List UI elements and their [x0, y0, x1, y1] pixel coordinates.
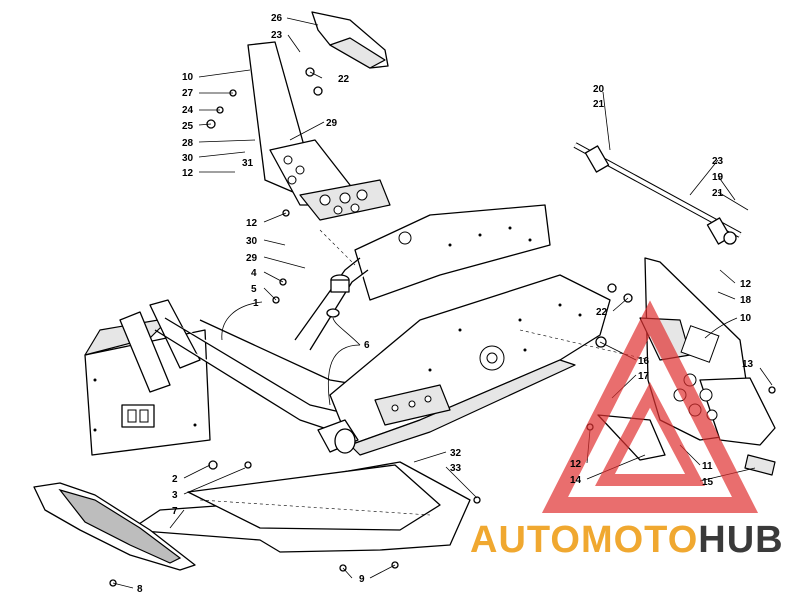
- callout-10: 10: [182, 72, 194, 83]
- callout-32: 32: [450, 448, 462, 459]
- belly-pan: [129, 461, 471, 553]
- callout-12: 12: [740, 279, 752, 290]
- front-skid-plate: [33, 482, 196, 571]
- callout-13: 13: [742, 359, 754, 370]
- steering-support: [247, 11, 391, 221]
- callout-30: 30: [182, 153, 194, 164]
- callout-15: 15: [702, 477, 714, 488]
- callout-9: 9: [359, 574, 365, 585]
- callout-23: 23: [712, 156, 724, 167]
- callout-10: 10: [740, 313, 752, 324]
- callout-20: 20: [593, 84, 605, 95]
- callout-25: 25: [182, 121, 194, 132]
- steering-shaft: [573, 142, 742, 245]
- callout-2: 2: [172, 474, 178, 485]
- callout-22: 22: [596, 307, 608, 318]
- svg-text:AUTOMOTOHUB: AUTOMOTOHUB: [470, 519, 784, 561]
- watermark-triangle-icon: [541, 300, 759, 513]
- callout-18: 18: [740, 295, 752, 306]
- callout-14: 14: [570, 475, 582, 486]
- callout-5: 5: [251, 284, 257, 295]
- watermark-word-a: AUTOMOTO: [470, 519, 698, 561]
- callout-22: 22: [338, 74, 350, 85]
- callout-29: 29: [326, 118, 338, 129]
- callout-29: 29: [246, 253, 258, 264]
- callout-24: 24: [182, 105, 194, 116]
- callout-labels: 26 23 22 10 27 24 25 29 28 30 31 12 20 2…: [137, 13, 754, 595]
- callout-30: 30: [246, 236, 258, 247]
- callout-12: 12: [246, 218, 258, 229]
- callout-33: 33: [450, 463, 462, 474]
- watermark-word-b: HUB: [698, 519, 783, 561]
- callout-8: 8: [137, 584, 143, 595]
- callout-12: 12: [182, 168, 194, 179]
- callout-23: 23: [271, 30, 283, 41]
- callout-27: 27: [182, 88, 194, 99]
- callout-26: 26: [271, 13, 283, 24]
- callout-11: 11: [702, 461, 713, 472]
- chassis-frame: [84, 204, 651, 456]
- callout-16: 16: [638, 356, 650, 367]
- callout-28: 28: [182, 138, 194, 149]
- callout-21: 21: [593, 99, 605, 110]
- watermark-logo: AUTOMOTOHUB: [470, 300, 784, 561]
- callout-19: 19: [712, 172, 724, 183]
- callout-3: 3: [172, 490, 178, 501]
- callout-12: 12: [570, 459, 582, 470]
- callout-7: 7: [172, 506, 178, 517]
- callout-1: 1: [253, 298, 259, 309]
- callout-17: 17: [638, 371, 650, 382]
- callout-4: 4: [251, 268, 257, 279]
- callout-21: 21: [712, 188, 724, 199]
- callout-6: 6: [364, 340, 370, 351]
- callout-31: 31: [242, 158, 254, 169]
